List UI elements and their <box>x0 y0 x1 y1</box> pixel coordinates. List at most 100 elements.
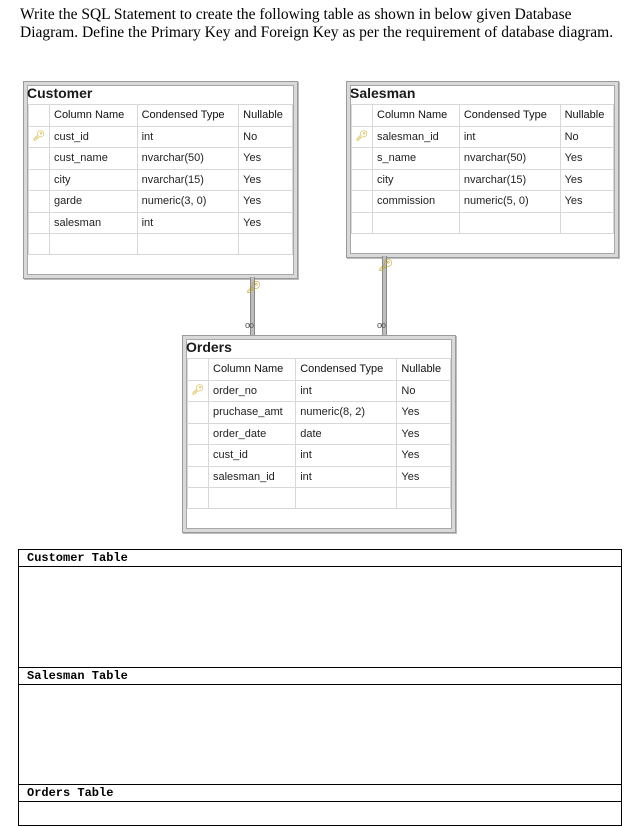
nullable-cell: No <box>396 379 451 402</box>
relationship-line-salesman-orders[interactable] <box>382 256 387 335</box>
orders-table-box[interactable]: Orders Column Name Condensed Type Nullab… <box>182 335 456 533</box>
key-cell <box>28 190 50 213</box>
customer-table-box[interactable]: Customer Column Name Condensed Type Null… <box>23 81 298 279</box>
nullable-cell: Yes <box>396 465 451 488</box>
column-name-cell: pruchase_amt <box>207 401 297 424</box>
empty-cell <box>396 487 451 509</box>
condensed-type-cell: int <box>295 379 398 402</box>
condensed-type-cell: int <box>295 465 398 488</box>
condensed-type-cell: nvarchar(50) <box>136 147 240 170</box>
nullable-cell: Yes <box>238 211 293 234</box>
condensed-type-cell: int <box>458 125 561 148</box>
empty-cell <box>295 487 398 509</box>
key-cell <box>187 444 209 467</box>
condensed-type-cell: numeric(5, 0) <box>458 190 561 213</box>
condensed-type-header: Condensed Type <box>136 104 240 127</box>
relationship-infinity-icon: oo <box>377 320 386 330</box>
empty-cell <box>207 487 297 509</box>
primary-key-icon: 🔑︎ <box>28 125 50 148</box>
relationship-key-icon: 🔑︎ <box>378 258 394 272</box>
condensed-type-header: Condensed Type <box>295 358 398 381</box>
column-name-cell: s_name <box>372 147 460 170</box>
empty-cell <box>238 233 293 255</box>
column-name-header: Column Name <box>207 358 297 381</box>
key-cell <box>28 211 50 234</box>
condensed-type-cell: numeric(3, 0) <box>136 190 240 213</box>
nullable-cell: No <box>238 125 293 148</box>
key-col-header <box>28 104 50 127</box>
nullable-cell: Yes <box>559 190 615 213</box>
grid-header-row: Column Name Condensed Type Nullable <box>351 104 615 127</box>
customer-answer-box[interactable]: Customer Table <box>18 549 622 668</box>
nullable-cell: No <box>559 125 615 148</box>
relationship-line-customer-orders[interactable] <box>250 277 255 335</box>
column-name-cell: order_no <box>207 379 297 402</box>
orders-table-title: Orders <box>186 339 232 355</box>
customer-columns-grid: Column Name Condensed Type Nullable 🔑︎cu… <box>28 104 293 255</box>
nullable-cell: Yes <box>559 168 615 191</box>
column-name-header: Column Name <box>372 104 460 127</box>
salesman-table-box[interactable]: Salesman Column Name Condensed Type Null… <box>346 81 619 258</box>
condensed-type-header: Condensed Type <box>458 104 561 127</box>
column-name-cell: salesman <box>49 211 138 234</box>
column-name-cell: garde <box>49 190 138 213</box>
key-cell <box>351 168 373 191</box>
column-name-cell: commission <box>372 190 460 213</box>
nullable-cell: Yes <box>396 444 451 467</box>
relationship-infinity-icon: oo <box>245 320 254 330</box>
condensed-type-cell: nvarchar(15) <box>136 168 240 191</box>
orders-answer-box[interactable]: Orders Table <box>18 784 622 826</box>
customer-answer-label: Customer Table <box>19 550 621 567</box>
nullable-cell: Yes <box>559 147 615 170</box>
column-name-cell: cust_name <box>49 147 138 170</box>
condensed-type-cell: int <box>136 211 240 234</box>
salesman-columns-grid: Column Name Condensed Type Nullable 🔑︎sa… <box>351 104 615 234</box>
nullable-cell: Yes <box>396 422 451 445</box>
column-name-cell: cust_id <box>49 125 138 148</box>
key-cell <box>187 401 209 424</box>
relationship-key-icon: 🔑︎ <box>246 280 262 294</box>
key-cell <box>351 147 373 170</box>
column-name-cell: salesman_id <box>207 465 297 488</box>
salesman-table-title: Salesman <box>350 85 416 101</box>
column-name-cell: city <box>49 168 138 191</box>
empty-cell <box>136 233 240 255</box>
salesman-answer-box[interactable]: Salesman Table <box>18 667 622 785</box>
orders-columns-grid: Column Name Condensed Type Nullable 🔑︎or… <box>187 358 451 509</box>
grid-header-row: Column Name Condensed Type Nullable <box>28 104 293 127</box>
condensed-type-cell: nvarchar(15) <box>458 168 561 191</box>
empty-cell <box>351 211 373 234</box>
empty-row <box>351 211 615 234</box>
empty-row <box>187 487 451 509</box>
column-name-cell: salesman_id <box>372 125 460 148</box>
key-cell <box>28 147 50 170</box>
key-cell <box>28 168 50 191</box>
key-col-header <box>187 358 209 381</box>
salesman-answer-label: Salesman Table <box>19 668 621 685</box>
key-cell <box>351 190 373 213</box>
empty-cell <box>458 211 561 234</box>
empty-row <box>28 233 293 255</box>
condensed-type-cell: date <box>295 422 398 445</box>
question-text: Write the SQL Statement to create the fo… <box>20 6 614 41</box>
condensed-type-cell: int <box>136 125 240 148</box>
empty-cell <box>559 211 615 234</box>
condensed-type-cell: int <box>295 444 398 467</box>
column-name-cell: city <box>372 168 460 191</box>
nullable-header: Nullable <box>396 358 451 381</box>
condensed-type-cell: nvarchar(50) <box>458 147 561 170</box>
